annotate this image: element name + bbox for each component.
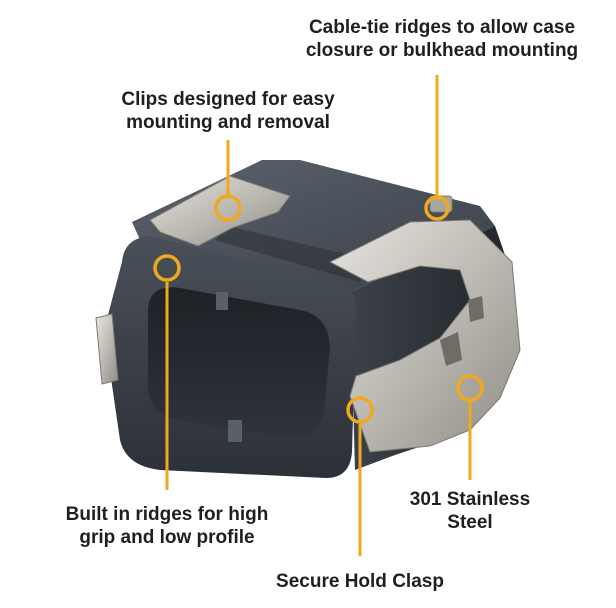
- callout-clasp: Secure Hold Clasp: [250, 570, 470, 593]
- callout-cable-tie-line2: closure or bulkhead mounting: [305, 40, 579, 61]
- marker-clasp: [346, 396, 374, 424]
- steel-clip-left: [95, 175, 291, 385]
- callout-clips: Clips designed for easy mounting and rem…: [108, 88, 348, 134]
- marker-steel: [456, 374, 484, 402]
- callout-ridges-line2: grip and low profile: [79, 527, 255, 548]
- callout-leaders: [165, 75, 472, 556]
- callout-clasp-line1: Secure Hold Clasp: [276, 571, 444, 592]
- callout-ridges-line1: Built in ridges for high: [65, 504, 269, 525]
- callout-steel-line2: Steel: [447, 512, 493, 533]
- callout-steel-line1: 301 Stainless: [409, 489, 531, 510]
- callout-cable-tie: Cable-tie ridges to allow case closure o…: [292, 16, 592, 62]
- callout-markers: [153, 194, 484, 424]
- marker-ridges: [153, 254, 181, 282]
- callout-ridges: Built in ridges for high grip and low pr…: [44, 503, 290, 549]
- callout-cable-tie-line1: Cable-tie ridges to allow case: [308, 17, 576, 38]
- marker-clips: [214, 194, 242, 222]
- marker-cable-tie: [424, 195, 450, 221]
- callout-clips-line2: mounting and removal: [126, 112, 330, 133]
- callout-clips-line1: Clips designed for easy: [121, 89, 335, 110]
- callout-steel: 301 Stainless Steel: [394, 488, 546, 534]
